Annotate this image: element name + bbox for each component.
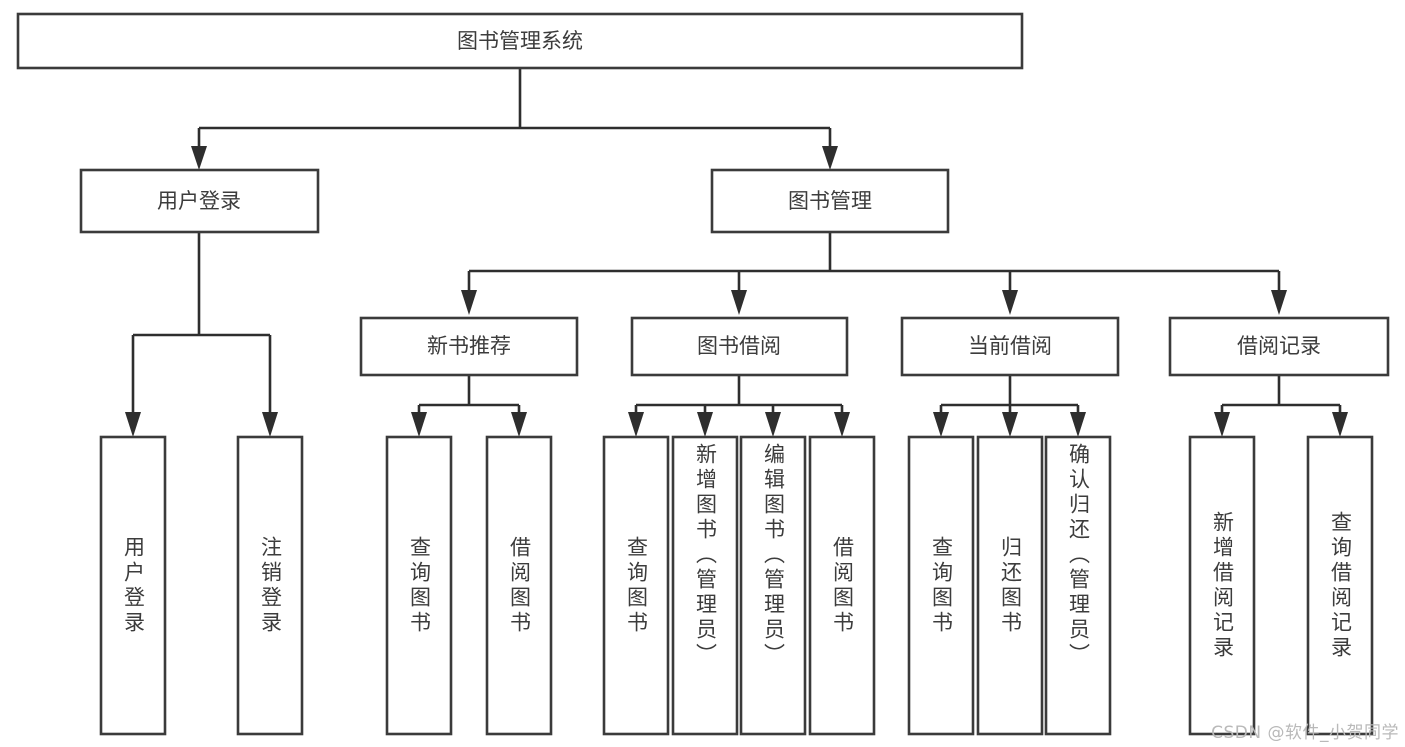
node-user-login[interactable] [79, 168, 320, 234]
arrow-user-login-leaf-2 [262, 412, 278, 437]
arrow-new-book-leaf-2 [511, 412, 527, 437]
leaf-record-add[interactable] [1188, 435, 1256, 736]
arrow-record-leaf-1 [1214, 412, 1230, 437]
arrow-current-leaf-3 [1070, 412, 1086, 437]
leaf-borrow-edit-book[interactable] [739, 435, 807, 736]
node-borrow-record-label: 借阅记录 [1237, 334, 1321, 358]
node-borrow-record[interactable] [1168, 316, 1390, 377]
node-book-borrow-label: 图书借阅 [697, 334, 781, 358]
node-root-system-label: 图书管理系统 [457, 29, 583, 53]
leaf-user-login-login[interactable] [99, 435, 167, 736]
arrow-book-mgmt-to-record [1271, 290, 1287, 315]
arrow-current-leaf-2 [1002, 412, 1018, 437]
leaf-current-confirm-return[interactable] [1044, 435, 1112, 736]
node-new-book-recommend[interactable] [359, 316, 579, 377]
arrow-record-leaf-2 [1332, 412, 1348, 437]
arrow-root-to-book-mgmt [822, 146, 838, 170]
leaf-borrow-query[interactable] [602, 435, 670, 736]
arrow-book-mgmt-to-new-book [461, 290, 477, 315]
connector-layer [125, 68, 1348, 437]
leaf-record-query[interactable] [1306, 435, 1374, 736]
arrow-new-book-leaf-1 [411, 412, 427, 437]
arrow-user-login-leaf-1 [125, 412, 141, 437]
node-book-management-label: 图书管理 [788, 189, 872, 213]
arrow-borrow-leaf-4 [834, 412, 850, 437]
leaf-user-login-logout[interactable] [236, 435, 304, 736]
node-layer: 图书管理系统 用户登录 图书管理 新书推荐 图书借阅 当前借阅 借阅记录 [16, 12, 1390, 736]
node-book-borrow[interactable] [630, 316, 849, 377]
leaf-current-query[interactable] [907, 435, 975, 736]
node-root-system[interactable] [16, 12, 1024, 70]
leaf-borrow-borrow-book[interactable] [808, 435, 876, 736]
arrow-borrow-leaf-3 [765, 412, 781, 437]
arrow-book-mgmt-to-borrow [731, 290, 747, 315]
arrow-root-to-user-login [191, 146, 207, 170]
arrow-current-leaf-1 [933, 412, 949, 437]
leaf-borrow-add-book[interactable] [671, 435, 739, 736]
node-book-management[interactable] [710, 168, 950, 234]
csdn-watermark: CSDN @软件_小贺同学 [1211, 723, 1399, 743]
node-current-borrow-label: 当前借阅 [968, 334, 1052, 358]
arrow-borrow-leaf-1 [628, 412, 644, 437]
node-current-borrow[interactable] [900, 316, 1120, 377]
node-user-login-label: 用户登录 [157, 189, 241, 213]
leaf-current-return[interactable] [976, 435, 1044, 736]
arrow-borrow-leaf-2 [697, 412, 713, 437]
leaf-new-book-query[interactable] [385, 435, 453, 736]
node-new-book-recommend-label: 新书推荐 [427, 334, 511, 358]
arrow-book-mgmt-to-current [1002, 290, 1018, 315]
leaf-new-book-borrow[interactable] [485, 435, 553, 736]
